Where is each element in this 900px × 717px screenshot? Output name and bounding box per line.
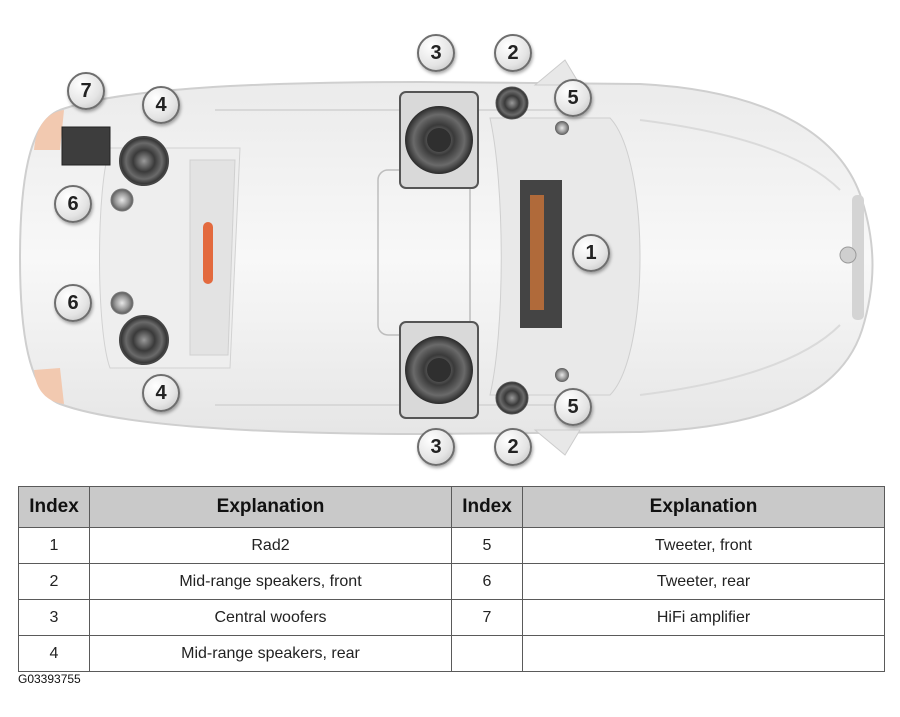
- explanation-cell: Mid-range speakers, front: [89, 563, 452, 600]
- legend-header-row: Index Explanation Index Explanation: [18, 486, 885, 528]
- rear-midrange-speaker-bottom: [119, 315, 169, 365]
- header-index-2: Index: [451, 486, 523, 528]
- callout-7: 7: [67, 72, 105, 110]
- table-row: 1 Rad2 5 Tweeter, front: [18, 527, 885, 564]
- callout-4-bottom: 4: [142, 374, 180, 412]
- front-midrange-speaker-bottom: [495, 381, 529, 415]
- table-row: 3 Central woofers 7 HiFi amplifier: [18, 599, 885, 636]
- emblem: [839, 246, 857, 264]
- central-woofer-bottom: [399, 321, 479, 419]
- callout-3-bottom: 3: [417, 428, 455, 466]
- callout-3-top: 3: [417, 34, 455, 72]
- index-cell: 1: [18, 527, 90, 564]
- front-tweeter-top: [555, 121, 569, 135]
- rear-tweeter-top: [110, 188, 134, 212]
- hood-line-top: [639, 119, 841, 191]
- rear-midrange-speaker-top: [119, 136, 169, 186]
- index-cell: 2: [18, 563, 90, 600]
- hood-line-bottom: [639, 324, 841, 396]
- index-cell: 3: [18, 599, 90, 636]
- central-woofer-top: [399, 91, 479, 189]
- header-explanation-2: Explanation: [522, 486, 885, 528]
- index-cell: 6: [451, 563, 523, 600]
- index-cell: 4: [18, 635, 90, 672]
- windshield: [489, 117, 641, 396]
- front-tweeter-bottom: [555, 368, 569, 382]
- explanation-cell: Tweeter, rear: [522, 563, 885, 600]
- car-top-view: [18, 59, 874, 456]
- third-brake-light: [203, 222, 213, 284]
- callout-6-top: 6: [54, 185, 92, 223]
- rad2-display: [530, 195, 544, 310]
- callout-5-top: 5: [554, 79, 592, 117]
- explanation-cell: [522, 635, 885, 672]
- tail-light-top: [34, 110, 64, 150]
- callout-5-bottom: 5: [554, 388, 592, 426]
- mirror-bottom: [533, 429, 581, 456]
- callout-2-top: 2: [494, 34, 532, 72]
- index-cell: [451, 635, 523, 672]
- figure-id: G03393755: [18, 672, 81, 686]
- explanation-cell: Rad2: [89, 527, 452, 564]
- table-row: 4 Mid-range speakers, rear: [18, 635, 885, 672]
- header-explanation-1: Explanation: [89, 486, 452, 528]
- car-speaker-diagram: 1 2 2 3 3 4 4 5 5 6 6 7: [18, 34, 874, 466]
- rear-tweeter-bottom: [110, 291, 134, 315]
- explanation-cell: HiFi amplifier: [522, 599, 885, 636]
- explanation-cell: Central woofers: [89, 599, 452, 636]
- callout-4-top: 4: [142, 86, 180, 124]
- index-cell: 7: [451, 599, 523, 636]
- front-midrange-speaker-top: [495, 86, 529, 120]
- explanation-cell: Mid-range speakers, rear: [89, 635, 452, 672]
- callout-1: 1: [572, 234, 610, 272]
- table-row: 2 Mid-range speakers, front 6 Tweeter, r…: [18, 563, 885, 600]
- callout-2-bottom: 2: [494, 428, 532, 466]
- legend-table: Index Explanation Index Explanation 1 Ra…: [18, 486, 885, 672]
- callout-6-bottom: 6: [54, 284, 92, 322]
- index-cell: 5: [451, 527, 523, 564]
- header-index-1: Index: [18, 486, 90, 528]
- explanation-cell: Tweeter, front: [522, 527, 885, 564]
- tail-light-bottom: [34, 368, 64, 404]
- hifi-amplifier: [61, 126, 111, 166]
- front-grille: [852, 195, 864, 320]
